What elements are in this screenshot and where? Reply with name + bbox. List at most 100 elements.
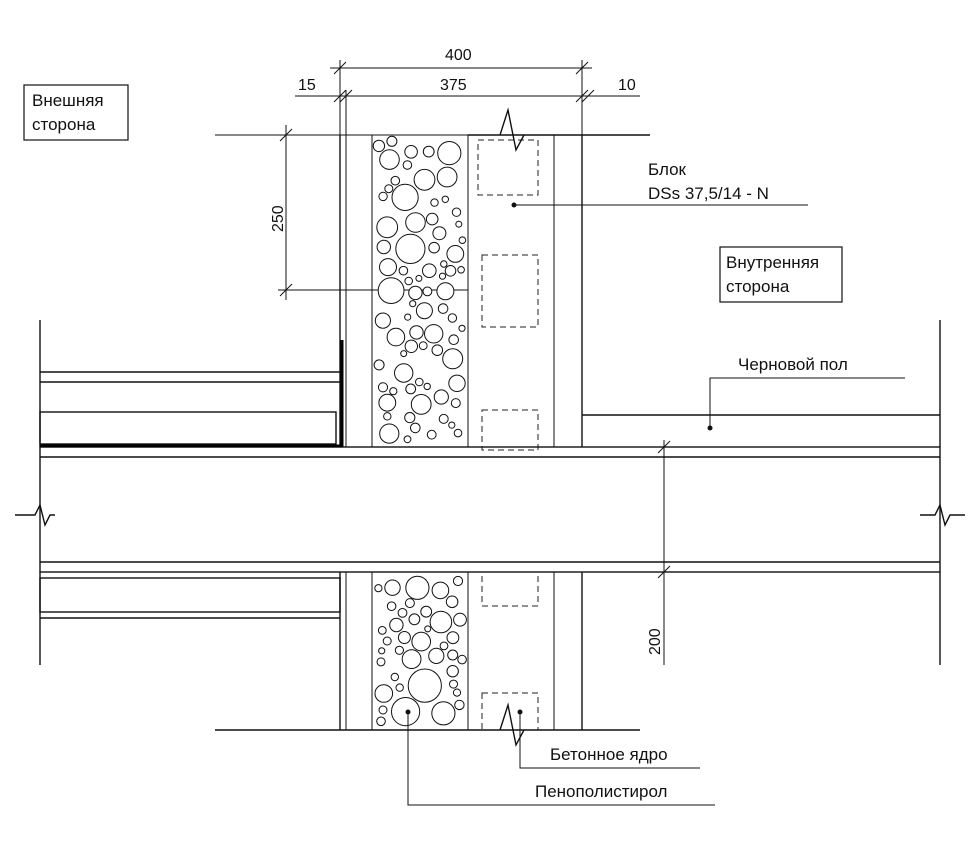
eps-bead [426,429,437,440]
outer-floor-layers [39,320,344,665]
eps-bead [439,641,449,651]
eps-bead [404,276,414,286]
eps-bead [405,212,426,233]
eps-bead [422,286,433,297]
eps-bead [386,327,406,347]
inner-floor-layers [582,320,941,665]
eps-bead [441,195,449,204]
eps-bead [400,350,408,358]
eps-bead [398,265,409,276]
eps-bead [404,145,418,159]
eps-bead [428,647,445,665]
eps-bead [390,175,401,186]
eps-bead [383,412,392,421]
eps-bead [409,300,417,308]
leaders [405,202,905,806]
eps-bead [404,412,416,424]
eps-bead [431,701,456,726]
eps-bead [451,207,462,217]
eps-bead [374,584,383,593]
eps-bead [379,258,397,277]
eps-bead [423,382,431,391]
eps-bead [404,313,412,321]
dim-inner-plaster: 10 [618,77,636,94]
eps-bead [409,325,424,340]
eps-bead [386,601,397,612]
eps-bead [377,626,387,635]
eps-bead [457,266,465,274]
eps-bead [420,605,433,618]
eps-bead [424,324,444,344]
block-label-line1: Блок [648,160,687,179]
eps-bead [458,236,467,244]
eps-bead [386,135,398,147]
eps-bead [422,263,437,279]
eps-bead [437,141,462,166]
eps-bead [378,647,386,655]
block-label-line2: DSs 37,5/14 - N [648,184,769,203]
eps-bead [452,688,462,697]
eps-bead [378,705,388,715]
eps-bead [391,183,419,211]
eps-bead [440,260,448,268]
eps-bead [446,245,465,263]
eps-bead [431,344,444,357]
concrete-core-label: Бетонное ядро [550,745,668,764]
eps-bead [389,387,398,396]
eps-bead [447,313,458,323]
eps-bead [452,575,464,587]
eps-bead [436,166,458,188]
eps-bead [377,382,389,393]
eps-bead [431,581,450,600]
eps-bead [450,398,461,409]
eps-bead [384,579,401,596]
inner-side-box [719,246,843,303]
dimensions: 400 375 15 10 250 200 [215,47,671,665]
eps-bead [404,339,418,353]
eps-bead [373,359,385,371]
eps-bead [446,631,460,645]
outer-side-box [23,84,129,141]
eps-bead [379,423,400,444]
eps-bead [374,312,391,329]
eps-bead [405,575,430,600]
eps-bead [422,145,435,158]
floor-slab [15,446,965,573]
eps-bead [410,422,421,434]
eps-bead [394,645,404,655]
eps-bead [390,672,399,682]
eps-bead [376,216,399,239]
eps-bead [453,428,463,438]
eps-bead [411,631,432,652]
eps-bead [458,324,466,332]
eps-bead [397,631,411,644]
eps-bead [415,302,433,320]
eps-bead [448,421,456,429]
dim-block-height: 250 [270,205,287,232]
eps-bead [405,383,417,395]
eps-bead [418,341,428,351]
eps-bead [413,168,436,191]
eps-bead [415,274,423,282]
eps-bead [425,212,439,226]
subfloor-label: Черновой пол [738,355,848,374]
eps-bead [444,265,457,277]
eps-bead [438,413,449,424]
eps-bead [432,226,447,241]
eps-bead [395,233,426,264]
eps-bead [378,191,388,202]
eps-bead [389,617,404,633]
eps-bead [424,625,432,633]
eps-bead [429,610,453,634]
dim-total-width: 400 [445,47,472,64]
eps-label: Пенополистирол [535,782,667,801]
eps-bead [403,435,412,444]
eps-bead [442,348,464,370]
eps-bead [446,665,459,678]
eps-bead [437,303,449,314]
dim-slab-thickness: 200 [647,628,664,655]
eps-bead [401,649,422,669]
eps-bead [455,220,463,228]
eps-bead [395,683,404,692]
